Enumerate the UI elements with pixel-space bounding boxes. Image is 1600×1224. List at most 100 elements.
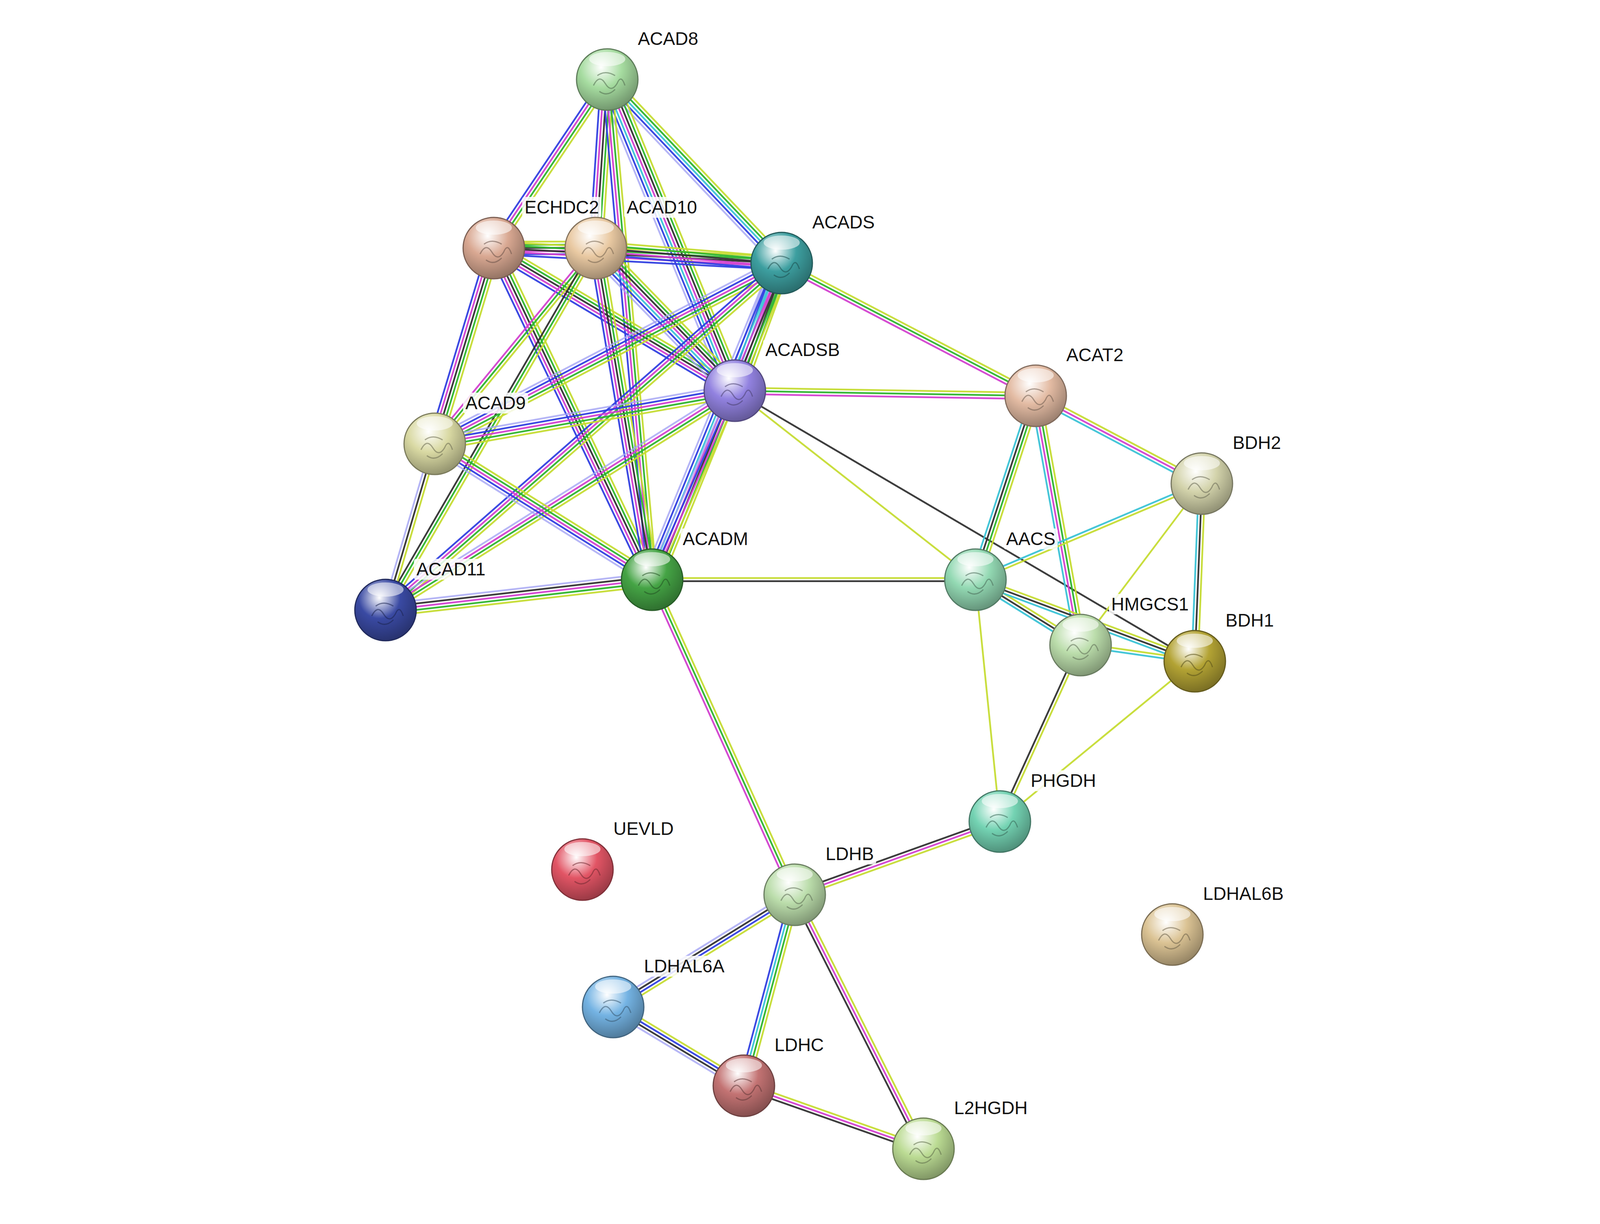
- protein-label: ACADS: [810, 211, 877, 233]
- protein-sphere: [564, 216, 628, 280]
- protein-sphere: [763, 863, 827, 927]
- interaction-edge: [456, 454, 631, 570]
- evidence-strand: [808, 920, 911, 1123]
- evidence-strand: [635, 1026, 717, 1075]
- evidence-strand: [455, 272, 580, 424]
- protein-sphere: [1170, 452, 1234, 516]
- evidence-strand: [414, 579, 623, 604]
- protein-sphere: [703, 359, 767, 423]
- evidence-strand: [629, 98, 764, 240]
- evidence-strand: [1022, 679, 1173, 803]
- protein-node: HMGCS1: [1049, 613, 1113, 677]
- protein-label: LDHAL6B: [1200, 883, 1287, 905]
- interaction-edge: [413, 576, 624, 614]
- interaction-edge: [681, 578, 947, 582]
- evidence-strand: [461, 456, 629, 562]
- evidence-strand: [808, 274, 1012, 380]
- evidence-strand: [772, 1092, 897, 1137]
- protein-sphere: [581, 975, 645, 1039]
- evidence-strand: [1062, 406, 1178, 468]
- evidence-strand: [414, 582, 623, 607]
- protein-label: ACADSB: [763, 339, 843, 361]
- evidence-strand: [821, 828, 972, 883]
- interaction-edge: [1109, 647, 1167, 659]
- protein-sphere: [750, 231, 814, 295]
- protein-node: ACAD10: [564, 216, 628, 280]
- protein-label: BDH1: [1223, 609, 1277, 631]
- protein-label: L2HGDH: [951, 1097, 1031, 1119]
- protein-sphere: [968, 789, 1032, 853]
- protein-node: LDHC: [712, 1054, 776, 1118]
- evidence-strand: [681, 580, 947, 583]
- evidence-strand: [681, 576, 947, 579]
- evidence-strand: [611, 273, 710, 375]
- evidence-strand: [807, 276, 1010, 383]
- evidence-strand: [1045, 423, 1081, 616]
- protein-label: PHGDH: [1028, 770, 1099, 792]
- protein-sphere: [712, 1054, 776, 1118]
- evidence-strand: [663, 606, 783, 869]
- evidence-strand: [1109, 650, 1167, 659]
- evidence-strand: [666, 604, 786, 868]
- interaction-edge: [661, 604, 786, 870]
- protein-label: HMGCS1: [1108, 593, 1192, 615]
- evidence-strand: [640, 1017, 722, 1067]
- evidence-strand: [639, 1020, 720, 1070]
- evidence-strand: [637, 908, 770, 991]
- interaction-edge: [1192, 512, 1204, 633]
- interaction-edge: [757, 408, 953, 562]
- evidence-strand: [459, 459, 628, 564]
- evidence-strand: [635, 906, 768, 988]
- evidence-strand: [522, 240, 567, 243]
- protein-label: ACAD8: [635, 28, 701, 50]
- protein-label: ECHDC2: [522, 196, 602, 218]
- protein-sphere: [943, 548, 1007, 612]
- evidence-strand: [415, 589, 624, 614]
- protein-sphere: [1140, 902, 1204, 966]
- protein-sphere: [403, 412, 467, 476]
- interaction-edge: [635, 906, 773, 996]
- evidence-strand: [1060, 412, 1175, 473]
- protein-node: ACADSB: [703, 359, 767, 423]
- interaction-edge: [770, 1092, 898, 1143]
- evidence-strand: [618, 266, 717, 368]
- protein-node: ACADS: [750, 231, 814, 295]
- protein-sphere: [620, 548, 684, 612]
- protein-node: ACAD8: [575, 48, 639, 112]
- protein-node: PHGDH: [968, 789, 1032, 853]
- evidence-strand: [415, 585, 624, 610]
- protein-sphere: [1004, 364, 1068, 428]
- interaction-edge: [1022, 679, 1173, 803]
- evidence-strand: [456, 464, 624, 570]
- protein-node: BDH1: [1163, 629, 1227, 693]
- interaction-edge: [821, 828, 974, 889]
- protein-sphere: [891, 1117, 955, 1181]
- protein-label: ACAD9: [463, 392, 529, 414]
- interaction-edge: [624, 244, 754, 268]
- evidence-strand: [1000, 595, 1056, 630]
- evidence-strand: [1036, 425, 1071, 618]
- protein-node: LDHAL6B: [1140, 902, 1204, 966]
- protein-node: UEVLD: [550, 838, 614, 902]
- interaction-edge: [763, 388, 1007, 399]
- protein-sphere: [462, 216, 526, 280]
- protein-node: ACADM: [620, 548, 684, 612]
- protein-node: ECHDC2: [462, 216, 526, 280]
- evidence-strand: [978, 608, 997, 793]
- protein-sphere: [354, 578, 418, 642]
- evidence-strand: [640, 914, 773, 996]
- evidence-strand: [771, 1095, 896, 1139]
- protein-node: ACAT2: [1004, 364, 1068, 428]
- evidence-strand: [457, 461, 626, 567]
- evidence-strand: [757, 408, 953, 562]
- evidence-strand: [1042, 424, 1078, 616]
- protein-sphere: [1163, 629, 1227, 693]
- evidence-strand: [822, 831, 973, 886]
- protein-sphere: [575, 48, 639, 112]
- evidence-strand: [770, 1098, 895, 1143]
- evidence-strand: [609, 275, 708, 377]
- interaction-edge: [806, 274, 1012, 386]
- evidence-strand: [1003, 496, 1176, 570]
- interaction-edge: [1036, 423, 1080, 618]
